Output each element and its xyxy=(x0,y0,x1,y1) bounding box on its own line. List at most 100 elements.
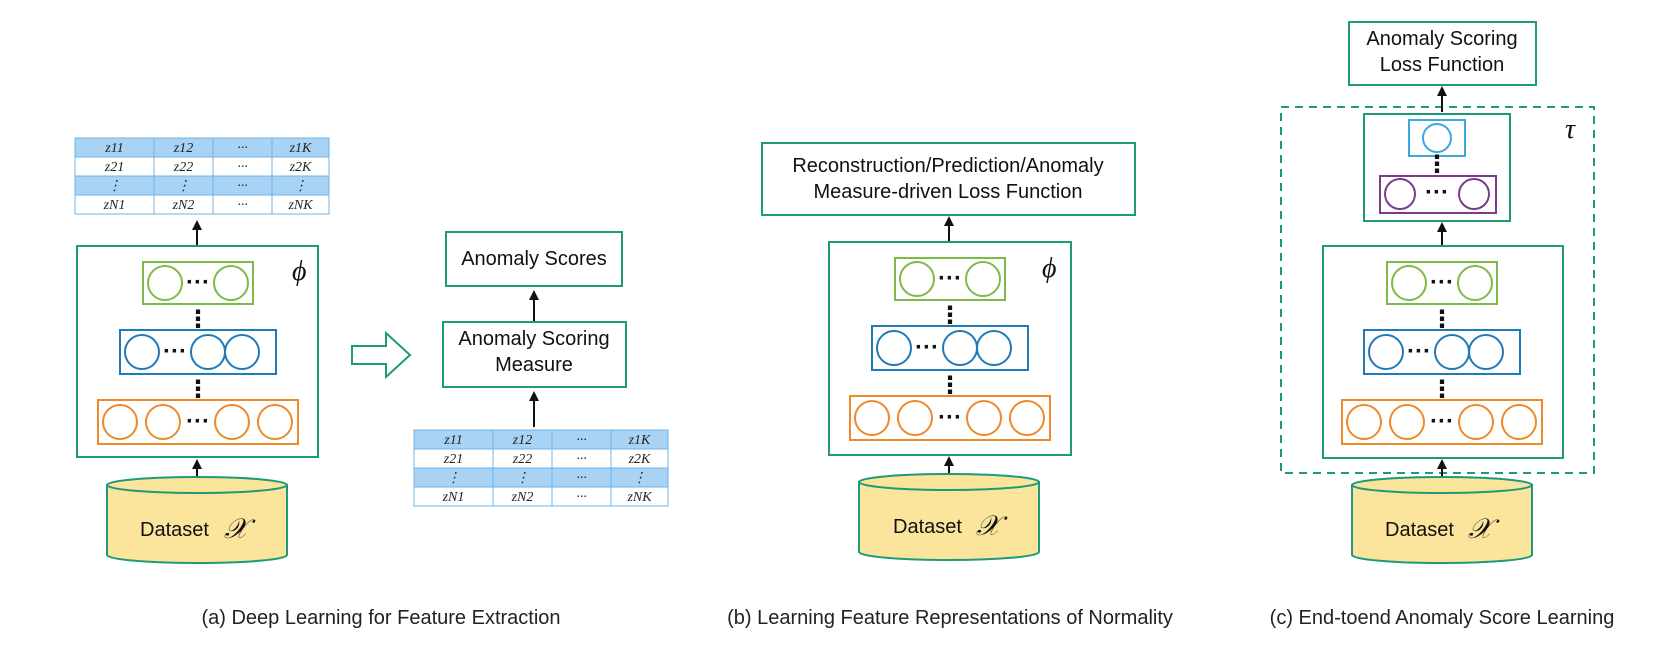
table-cell-text: z2K xyxy=(289,160,312,175)
layer-horizontal-dots: ··· xyxy=(186,269,210,296)
table-cell-text: ··· xyxy=(576,452,587,467)
loss-label-c-line2: Loss Function xyxy=(1380,54,1505,76)
layer-horizontal-dots: ··· xyxy=(1430,408,1454,435)
panel-b: Reconstruction/Prediction/Anomaly Measur… xyxy=(727,142,1173,629)
layer-top xyxy=(1386,261,1498,305)
caption-c: (c) End-toend Anomaly Score Learning xyxy=(1270,607,1615,629)
caption-a: (a) Deep Learning for Feature Extraction xyxy=(201,607,560,629)
node xyxy=(976,330,1012,366)
hollow-arrow-a xyxy=(351,330,412,380)
table-cell-text: zN2 xyxy=(511,490,534,505)
scorer-horizontal-dots: ··· xyxy=(1425,179,1449,206)
table-cell-text: ⋮ xyxy=(516,471,530,486)
table-cell-text: ··· xyxy=(237,141,248,156)
layer-vertical-dots: ⋮ xyxy=(1430,376,1454,403)
table-cell-text: ⋮ xyxy=(633,471,647,486)
node xyxy=(257,404,293,440)
layer-middle xyxy=(871,325,1029,371)
end-to-end-dashed-boundary xyxy=(1280,106,1595,474)
table-cell-text: z12 xyxy=(173,141,193,156)
layer-top xyxy=(894,257,1006,301)
node xyxy=(1434,334,1470,370)
layer-top xyxy=(142,261,254,305)
node xyxy=(145,404,181,440)
layer-horizontal-dots: ··· xyxy=(186,408,210,435)
scorer-output-node xyxy=(1422,123,1452,153)
node xyxy=(124,334,160,370)
scorer-output-layer xyxy=(1408,119,1466,157)
layer-horizontal-dots: ··· xyxy=(1407,338,1431,365)
loss-function-box-c xyxy=(1348,21,1537,86)
scoring-network-box-c xyxy=(1363,113,1511,222)
anomaly-scoring-measure-box xyxy=(442,321,627,388)
node xyxy=(899,261,935,297)
cylinder-body xyxy=(1351,484,1533,564)
layer-vertical-dots: ⋮ xyxy=(186,376,210,403)
table-cell-text: zN1 xyxy=(103,198,126,213)
measure-label-line1: Anomaly Scoring xyxy=(458,328,609,350)
dataset-cylinder-b: Dataset 𝒳 xyxy=(858,473,1040,561)
table-cell-text: ··· xyxy=(237,198,248,213)
layer-vertical-dots: ⋮ xyxy=(1430,306,1454,333)
network-symbol-a: ϕ xyxy=(292,256,307,287)
node xyxy=(966,400,1002,436)
node xyxy=(1389,404,1425,440)
table-cell-text: z1K xyxy=(289,141,312,156)
layer-middle xyxy=(1363,329,1521,375)
layer-bottom xyxy=(1341,399,1543,445)
network-layers-a: ···⋮···⋮··· xyxy=(97,261,299,445)
node xyxy=(854,400,890,436)
layer-bottom xyxy=(849,395,1051,441)
scorer-hidden-node-2 xyxy=(1458,178,1490,210)
network-box-c xyxy=(1322,245,1564,459)
node xyxy=(965,261,1001,297)
layer-bottom xyxy=(97,399,299,445)
table-cell-text: ··· xyxy=(237,179,248,194)
loss-label-c-line1: Anomaly Scoring xyxy=(1366,28,1517,50)
scorer-symbol-c: τ xyxy=(1565,114,1576,145)
layer-middle xyxy=(119,329,277,375)
table-cell-text: ⋮ xyxy=(177,179,191,194)
table-cell-text: zN1 xyxy=(442,490,465,505)
layer-vertical-dots: ⋮ xyxy=(938,372,962,399)
node xyxy=(1457,265,1493,301)
caption-b: (b) Learning Feature Representations of … xyxy=(727,607,1173,629)
table-cell-text: z21 xyxy=(443,452,463,467)
cylinder-top xyxy=(106,476,288,494)
loss-label-b-line1: Reconstruction/Prediction/Anomaly xyxy=(792,155,1103,177)
network-layers-c: ··· ⋮ ··· ⋮ ··· xyxy=(1341,261,1543,445)
scorer-hidden-node-1 xyxy=(1384,178,1416,210)
loss-label-b-line2: Measure-driven Loss Function xyxy=(813,181,1082,203)
table-cell-text: ⋮ xyxy=(294,179,308,194)
table-cell xyxy=(610,486,669,507)
table-cell-text: ⋮ xyxy=(447,471,461,486)
layer-horizontal-dots: ··· xyxy=(938,404,962,431)
dataset-cylinder-a: Dataset 𝒳 xyxy=(106,476,288,564)
table-cell xyxy=(271,194,330,215)
node xyxy=(214,404,250,440)
measure-label-line2: Measure xyxy=(495,354,573,376)
anomaly-scores-label: Anomaly Scores xyxy=(461,248,607,270)
layer-horizontal-dots: ··· xyxy=(1430,269,1454,296)
layer-horizontal-dots: ··· xyxy=(938,265,962,292)
layer-horizontal-dots: ··· xyxy=(915,334,939,361)
node xyxy=(897,400,933,436)
network-box-a xyxy=(76,245,319,458)
node xyxy=(102,404,138,440)
node xyxy=(876,330,912,366)
node xyxy=(1458,404,1494,440)
table-cell-text: z2K xyxy=(628,452,651,467)
node xyxy=(1501,404,1537,440)
table-cell-text: ⋮ xyxy=(108,179,122,194)
table-cell-text: z12 xyxy=(512,433,532,448)
node xyxy=(942,330,978,366)
table-cell-text: zN2 xyxy=(172,198,195,213)
panel-c: Anomaly Scoring Loss Function τ ⋮ ··· ··… xyxy=(1270,21,1615,629)
node xyxy=(1346,404,1382,440)
table-cell-text: ··· xyxy=(576,471,587,486)
table-cell-text: ··· xyxy=(237,160,248,175)
loss-function-box-b xyxy=(761,142,1136,216)
